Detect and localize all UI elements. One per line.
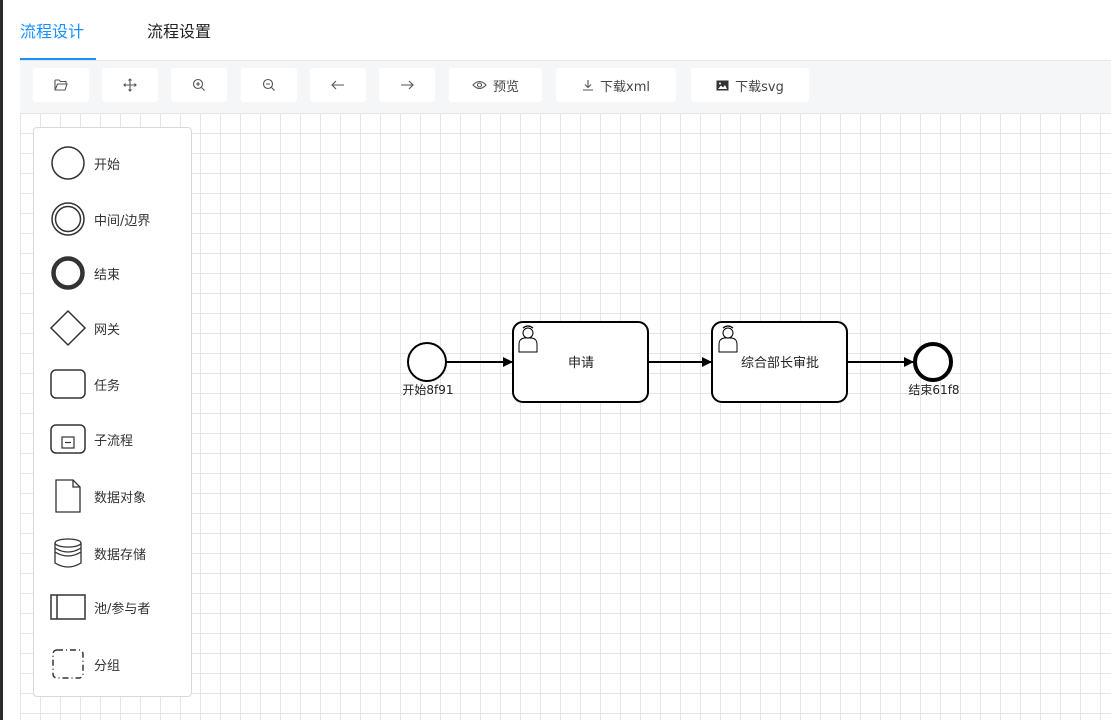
user-icon [518, 325, 538, 353]
intermediate-event-icon [48, 199, 88, 239]
task-icon [48, 364, 88, 404]
start-event-label: 开始8f91 [402, 383, 453, 397]
open-button[interactable] [33, 68, 89, 102]
palette-item-label: 网关 [94, 322, 121, 338]
toolbar: 预览 下载xml 下载svg [20, 61, 1111, 113]
download-svg-label: 下载svg [735, 79, 784, 95]
palette-item-intermediate[interactable]: 中间/边界 [48, 199, 188, 239]
group-icon [48, 644, 88, 684]
task-approve-label: 综合部长审批 [741, 356, 819, 371]
download-xml-button[interactable]: 下载xml [556, 68, 676, 102]
arrow-right-icon [400, 80, 414, 90]
start-event[interactable] [407, 342, 447, 382]
preview-button[interactable]: 预览 [449, 68, 542, 102]
palette-item-data-store[interactable]: 数据存储 [48, 533, 188, 573]
active-tab-indicator [20, 58, 96, 60]
window-left-border [0, 0, 3, 720]
palette-item-group[interactable]: 分组 [48, 644, 188, 684]
palette-item-start[interactable]: 开始 [48, 143, 188, 183]
eye-icon [472, 80, 487, 90]
tab-process-settings[interactable]: 流程设置 [147, 22, 212, 41]
palette-item-label: 结束 [94, 267, 121, 283]
data-store-icon [48, 533, 88, 573]
download-svg-button[interactable]: 下载svg [691, 68, 809, 102]
palette-item-label: 池/参与者 [94, 601, 151, 617]
palette-item-label: 子流程 [94, 433, 134, 449]
pool-icon [48, 587, 88, 627]
palette-item-label: 中间/边界 [94, 213, 151, 229]
end-event-icon [48, 253, 88, 293]
element-palette: 开始 中间/边界 结束 网关 任务 子流程 数据对象 [33, 127, 192, 697]
move-icon [123, 78, 137, 92]
preview-label: 预览 [492, 79, 519, 95]
diagram-canvas[interactable] [20, 113, 1111, 720]
zoom-in-icon [192, 78, 206, 92]
data-object-icon [48, 476, 88, 516]
end-event-label: 结束61f8 [908, 383, 959, 397]
palette-item-label: 数据存储 [94, 547, 147, 563]
zoom-out-button[interactable] [241, 68, 297, 102]
tab-process-design[interactable]: 流程设计 [20, 22, 85, 41]
download-icon [582, 79, 594, 91]
palette-item-label: 分组 [94, 658, 121, 674]
palette-item-gateway[interactable]: 网关 [48, 308, 188, 348]
arrow-left-icon [331, 80, 345, 90]
redo-button[interactable] [379, 68, 435, 102]
undo-button[interactable] [310, 68, 366, 102]
palette-item-task[interactable]: 任务 [48, 364, 188, 404]
palette-item-subprocess[interactable]: 子流程 [48, 419, 188, 459]
zoom-out-icon [262, 78, 276, 92]
palette-item-end[interactable]: 结束 [48, 253, 188, 293]
tab-divider [20, 60, 1111, 61]
task-apply-label: 申请 [568, 356, 594, 371]
end-event[interactable] [913, 342, 953, 382]
download-xml-label: 下载xml [600, 79, 650, 95]
palette-item-label: 数据对象 [94, 490, 147, 506]
folder-open-icon [54, 79, 68, 91]
image-icon [716, 80, 729, 91]
palette-item-label: 任务 [94, 378, 121, 394]
zoom-in-button[interactable] [171, 68, 227, 102]
gateway-icon [48, 308, 88, 348]
move-button[interactable] [102, 68, 158, 102]
user-icon [718, 325, 738, 353]
start-event-icon [48, 143, 88, 183]
subprocess-icon [48, 419, 88, 459]
palette-item-label: 开始 [94, 157, 121, 173]
palette-item-pool[interactable]: 池/参与者 [48, 587, 188, 627]
palette-item-data-object[interactable]: 数据对象 [48, 476, 188, 516]
